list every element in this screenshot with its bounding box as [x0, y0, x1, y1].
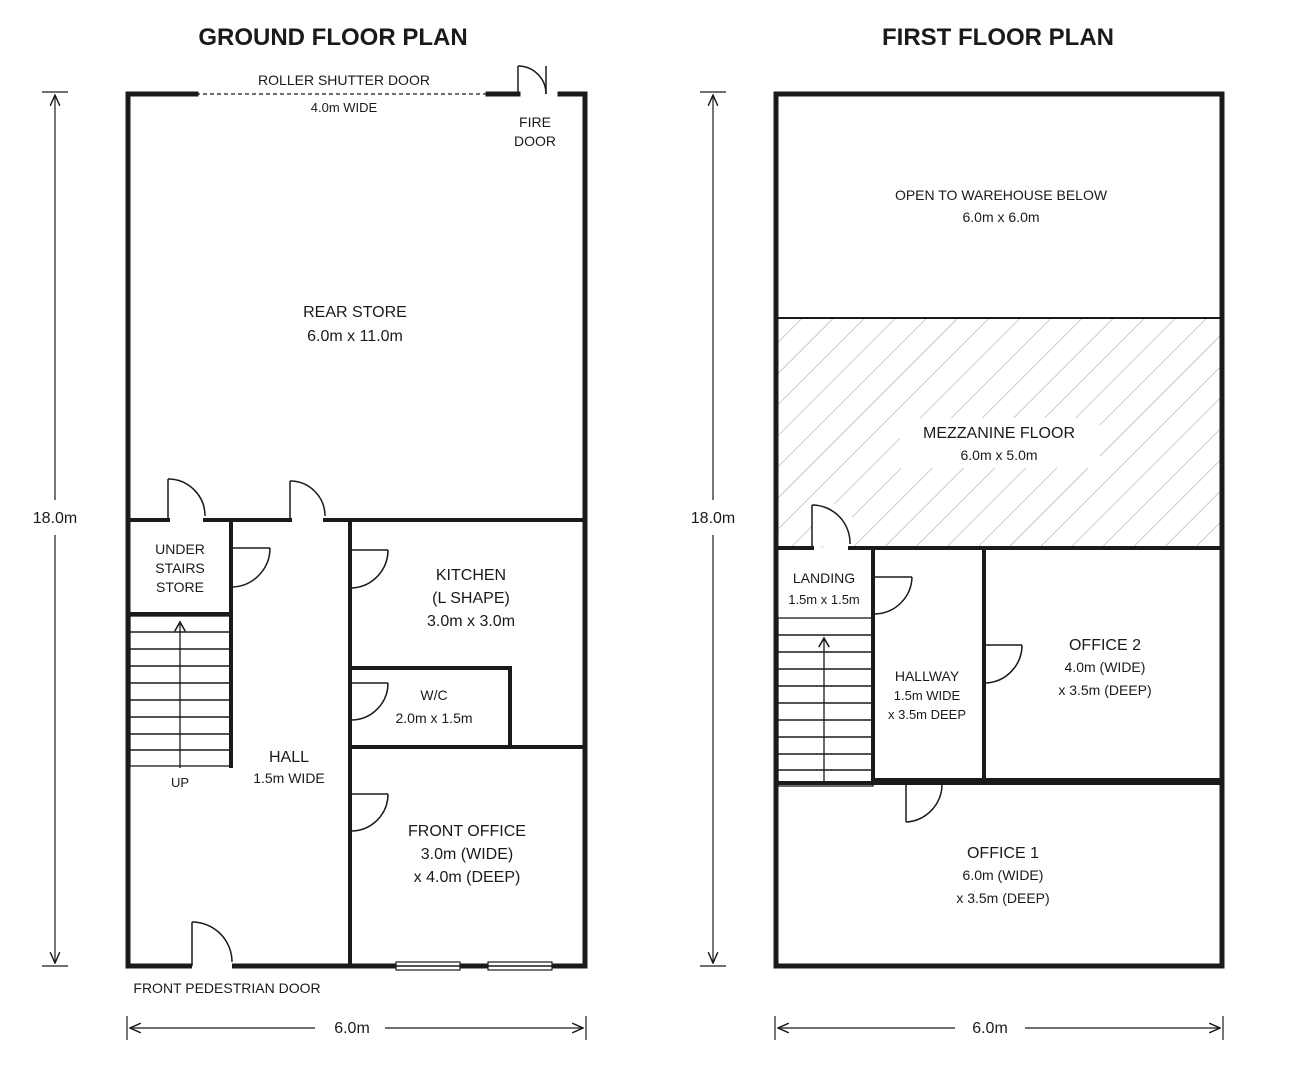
hall-side-door [231, 547, 271, 588]
first-floor-title: FIRST FLOOR PLAN [882, 24, 1114, 51]
office1-width: 6.0m (WIDE) [963, 867, 1044, 883]
office1-door [905, 783, 943, 823]
office2-depth: x 3.5m (DEEP) [1058, 682, 1151, 698]
first-floor-plan: FIRST FLOOR PLAN OPEN TO WAREHOUSE BELOW… [691, 24, 1225, 1040]
hall-to-store-door [289, 480, 326, 520]
fire-door [517, 65, 547, 95]
hall-width: 1.5m WIDE [253, 770, 325, 786]
fire-door-label-1: FIRE [519, 114, 551, 130]
first-stairs [777, 617, 874, 787]
wc-door [350, 682, 389, 721]
open-area-size: 6.0m x 6.0m [962, 209, 1039, 225]
ground-width-label: 6.0m [334, 1020, 370, 1037]
hallway-walls [871, 546, 986, 782]
under-stairs-label-3: STORE [156, 579, 204, 595]
front-windows [395, 961, 553, 971]
office1-name: OFFICE 1 [967, 845, 1039, 862]
ground-outer-wall [125, 91, 588, 969]
kitchen-size: 3.0m x 3.0m [427, 613, 515, 630]
wc-walls [348, 666, 512, 748]
kitchen-door [350, 549, 389, 589]
first-height-label: 18.0m [691, 510, 735, 527]
first-width-label: 6.0m [972, 1020, 1008, 1037]
office1-depth: x 3.5m (DEEP) [956, 890, 1049, 906]
landing-name: LANDING [793, 570, 855, 586]
hallway-door [873, 576, 913, 615]
kitchen-name: KITCHEN [436, 567, 506, 584]
landing-size: 1.5m x 1.5m [788, 592, 860, 607]
under-stairs-label-2: STAIRS [155, 560, 205, 576]
front-office-width: 3.0m (WIDE) [421, 846, 513, 863]
front-office-door [350, 793, 389, 832]
under-stairs-label-1: UNDER [155, 541, 205, 557]
open-area-name: OPEN TO WAREHOUSE BELOW [895, 187, 1108, 203]
ground-height-label: 18.0m [33, 510, 77, 527]
roller-door-label: ROLLER SHUTTER DOOR [258, 72, 430, 88]
ground-height-dimension [42, 91, 68, 967]
first-width-dimension [774, 1016, 1224, 1040]
mezzanine-label-bg [900, 418, 1100, 468]
hallway-width: 1.5m WIDE [894, 688, 961, 703]
kitchen-shape: (L SHAPE) [432, 590, 510, 607]
ground-width-dimension [126, 1016, 587, 1040]
mezzanine-size: 6.0m x 5.0m [960, 447, 1037, 463]
under-stairs-door [167, 478, 206, 520]
office2-name: OFFICE 2 [1069, 637, 1141, 654]
front-pedestrian-door [191, 921, 233, 970]
front-office-depth: x 4.0m (DEEP) [414, 869, 521, 886]
front-office-name: FRONT OFFICE [408, 823, 526, 840]
ground-floor-plan: GROUND FLOOR PLAN ROLLER SHUTTER DOOR 4.… [33, 24, 588, 1040]
wc-size: 2.0m x 1.5m [395, 710, 472, 726]
landing-door [811, 504, 852, 548]
mezzanine-name: MEZZANINE FLOOR [923, 425, 1075, 442]
hall-name: HALL [269, 749, 309, 766]
hallway-name: HALLWAY [895, 668, 960, 684]
ground-stairs [129, 615, 231, 768]
front-door-label: FRONT PEDESTRIAN DOOR [133, 980, 320, 996]
fire-door-label-2: DOOR [514, 133, 556, 149]
stairs-up-label: UP [171, 775, 189, 790]
ground-floor-title: GROUND FLOOR PLAN [198, 24, 467, 51]
first-height-dimension [700, 91, 726, 967]
hallway-depth: x 3.5m DEEP [888, 707, 966, 722]
first-outer-wall [773, 91, 1225, 969]
office2-door [984, 644, 1023, 684]
roller-door-width: 4.0m WIDE [311, 100, 378, 115]
wc-name: W/C [420, 687, 447, 703]
rear-store-size: 6.0m x 11.0m [307, 328, 403, 345]
under-stairs-walls [126, 518, 233, 768]
rear-store-name: REAR STORE [303, 304, 407, 321]
office2-width: 4.0m (WIDE) [1065, 659, 1146, 675]
